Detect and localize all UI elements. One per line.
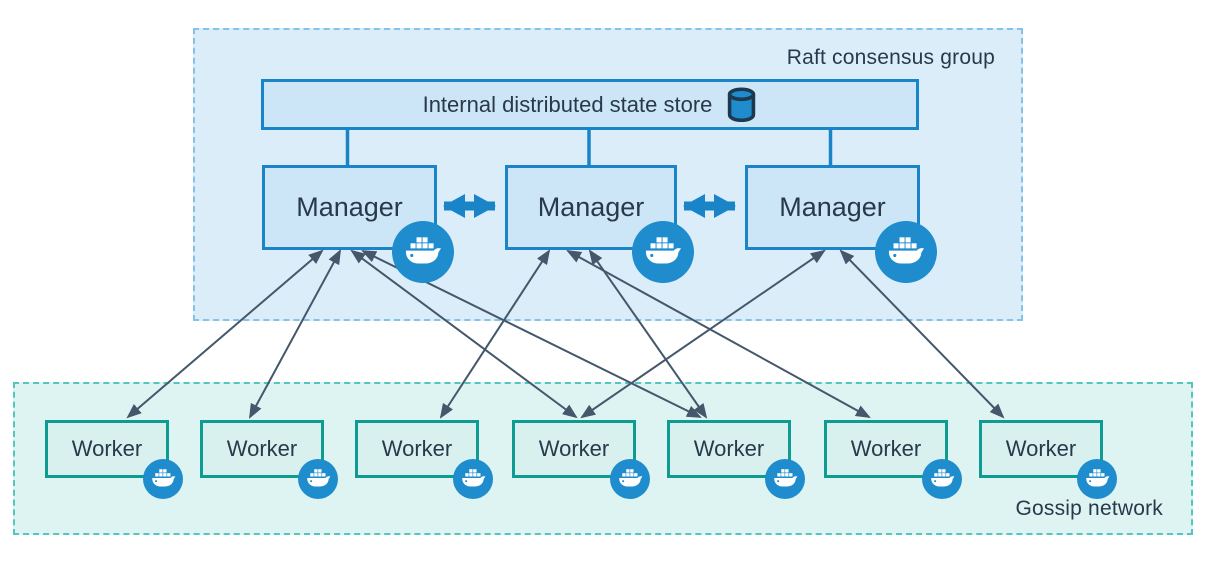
docker-badge bbox=[632, 221, 694, 283]
docker-whale-icon bbox=[461, 469, 485, 487]
docker-whale-icon bbox=[405, 237, 442, 264]
worker-box-4: Worker bbox=[512, 420, 636, 478]
docker-badge bbox=[392, 221, 454, 283]
worker-label: Worker bbox=[71, 436, 143, 461]
docker-badge bbox=[765, 459, 805, 499]
state-store-box: Internal distributed state store bbox=[261, 79, 919, 130]
docker-whale-icon bbox=[645, 237, 682, 264]
docker-whale-icon bbox=[888, 237, 925, 264]
worker-box-7: Worker bbox=[979, 420, 1103, 478]
manager-box-2: Manager bbox=[505, 165, 677, 250]
docker-badge bbox=[143, 459, 183, 499]
worker-label: Worker bbox=[693, 436, 765, 461]
worker-box-6: Worker bbox=[824, 420, 948, 478]
worker-label: Worker bbox=[1005, 436, 1077, 461]
docker-whale-icon bbox=[618, 469, 642, 487]
gossip-network-box: Worker Worker Worker Worker Worker Worker Work… bbox=[13, 382, 1193, 535]
docker-whale-icon bbox=[306, 469, 330, 487]
docker-badge bbox=[1077, 459, 1117, 499]
state-store-label: Internal distributed state store bbox=[422, 91, 713, 117]
worker-label: Worker bbox=[381, 436, 453, 461]
worker-label: Worker bbox=[850, 436, 922, 461]
docker-badge bbox=[610, 459, 650, 499]
docker-whale-icon bbox=[930, 469, 954, 487]
worker-box-3: Worker bbox=[355, 420, 479, 478]
gossip-network-label: Gossip network bbox=[1015, 497, 1163, 520]
docker-badge bbox=[875, 221, 937, 283]
docker-badge bbox=[298, 459, 338, 499]
docker-whale-icon bbox=[151, 469, 175, 487]
worker-label: Worker bbox=[226, 436, 298, 461]
database-icon bbox=[728, 87, 756, 123]
manager-label: Manager bbox=[537, 192, 645, 222]
manager-label: Manager bbox=[296, 192, 403, 222]
raft-group-label: Raft consensus group bbox=[786, 46, 995, 69]
docker-badge bbox=[922, 459, 962, 499]
docker-whale-icon bbox=[773, 469, 797, 487]
docker-whale-icon bbox=[1085, 469, 1109, 487]
docker-badge bbox=[453, 459, 493, 499]
worker-label: Worker bbox=[538, 436, 610, 461]
manager-label: Manager bbox=[779, 192, 886, 222]
